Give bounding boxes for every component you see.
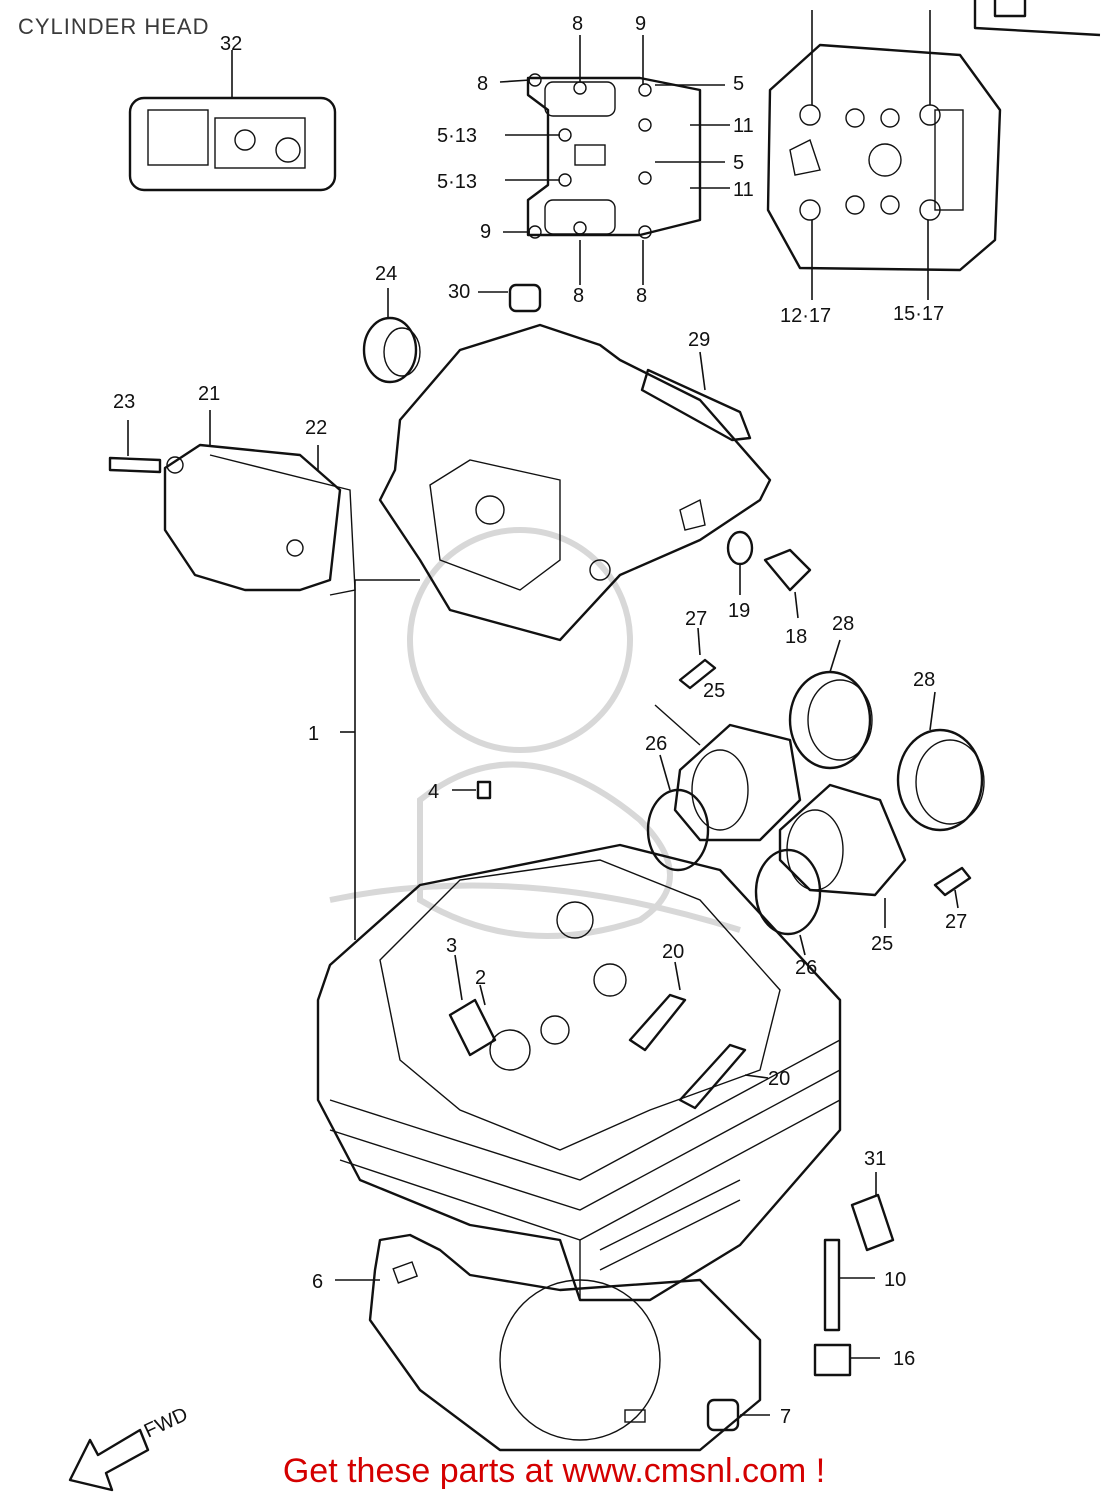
watermark-logo bbox=[329, 527, 741, 939]
callout-label: 20 bbox=[662, 941, 684, 963]
callout-label: 7 bbox=[780, 1406, 791, 1428]
callout-label: 12·17 bbox=[780, 305, 831, 327]
washer-19 bbox=[726, 530, 754, 595]
callout-label: 31 bbox=[864, 1148, 886, 1170]
callout-label: 28 bbox=[832, 613, 854, 635]
callout-label: 19 bbox=[728, 600, 750, 622]
callout-label: 23 bbox=[113, 391, 135, 413]
spark-plug-20-lower bbox=[678, 1043, 769, 1110]
nut-16 bbox=[813, 1343, 880, 1377]
clamp-28-upper bbox=[788, 670, 873, 770]
callout-label: 6 bbox=[312, 1271, 323, 1293]
callout-label: 5 bbox=[733, 73, 744, 95]
callout-label: 27 bbox=[945, 911, 967, 933]
cylinder-head bbox=[316, 843, 842, 1302]
callout-label: 26 bbox=[795, 957, 817, 979]
pin-4 bbox=[452, 780, 492, 800]
spark-plug-20-upper bbox=[628, 961, 687, 1052]
callout-label: 16 bbox=[893, 1348, 915, 1370]
stud-10 bbox=[823, 1238, 875, 1332]
diagram-title: CYLINDER HEAD bbox=[18, 14, 210, 39]
valve-parts-2-3 bbox=[448, 954, 497, 1057]
clamp-28-lower bbox=[896, 728, 985, 832]
corner-reference-box bbox=[973, 0, 1101, 37]
callout-labels: 32 8 9 8 5 5·13 11 5·13 5 11 9 8 8 12·17… bbox=[113, 13, 967, 1428]
callout-label: 25 bbox=[703, 680, 725, 702]
dowel-7 bbox=[706, 1398, 770, 1432]
callout-label: 20 bbox=[768, 1068, 790, 1090]
callout-label: 2 bbox=[475, 967, 486, 989]
fwd-label: FWD bbox=[141, 1403, 192, 1442]
callout-label: 15·17 bbox=[893, 303, 944, 325]
callout-label: 1 bbox=[308, 723, 319, 745]
callout-label: 9 bbox=[635, 13, 646, 35]
callout-label: 5·13 bbox=[437, 125, 477, 147]
callout-label: 26 bbox=[645, 733, 667, 755]
callout-label: 11 bbox=[733, 115, 754, 137]
fwd-arrow bbox=[68, 1428, 150, 1492]
callout-label: 4 bbox=[428, 781, 439, 803]
o-ring-26-lower bbox=[754, 848, 822, 956]
bolt-27-lower bbox=[933, 866, 972, 909]
callout-label: 25 bbox=[871, 933, 893, 955]
callout-label: 8 bbox=[573, 285, 584, 307]
callout-label: 30 bbox=[448, 281, 470, 303]
parts-link-footer[interactable]: Get these parts at www.cmsnl.com ! bbox=[282, 1452, 826, 1490]
head-gasket-6 bbox=[335, 1233, 762, 1452]
callout-label: 11 bbox=[733, 179, 754, 201]
callout-label: 5 bbox=[733, 152, 744, 174]
bolt-29 bbox=[640, 351, 752, 442]
callout-label: 8 bbox=[477, 73, 488, 95]
head-cover-1 bbox=[340, 323, 772, 940]
nut-30 bbox=[478, 283, 542, 313]
plug-18 bbox=[763, 548, 812, 619]
intake-pipe-25-upper bbox=[673, 723, 802, 842]
ring-24 bbox=[362, 288, 421, 384]
callout-label: 28 bbox=[913, 669, 935, 691]
callout-label: 10 bbox=[884, 1269, 906, 1291]
callout-label: 18 bbox=[785, 626, 807, 648]
callout-label: 22 bbox=[305, 417, 327, 439]
gasket-kit-32 bbox=[128, 50, 337, 192]
tag-31 bbox=[850, 1172, 895, 1252]
callout-label: 29 bbox=[688, 329, 710, 351]
callout-label: 8 bbox=[572, 13, 583, 35]
callout-label: 24 bbox=[375, 263, 397, 285]
callout-label: 3 bbox=[446, 935, 457, 957]
bolt-27-upper bbox=[654, 627, 717, 746]
callout-label: 8 bbox=[636, 285, 647, 307]
cover-21 bbox=[108, 410, 356, 596]
callout-label: 5·13 bbox=[437, 171, 477, 193]
head-side-view bbox=[766, 10, 1002, 300]
callout-label: 32 bbox=[220, 33, 242, 55]
head-top-view bbox=[499, 35, 730, 285]
o-ring-26-upper bbox=[646, 754, 710, 872]
callout-label: 9 bbox=[480, 221, 491, 243]
callout-label: 21 bbox=[198, 383, 220, 405]
callout-label: 27 bbox=[685, 608, 707, 630]
